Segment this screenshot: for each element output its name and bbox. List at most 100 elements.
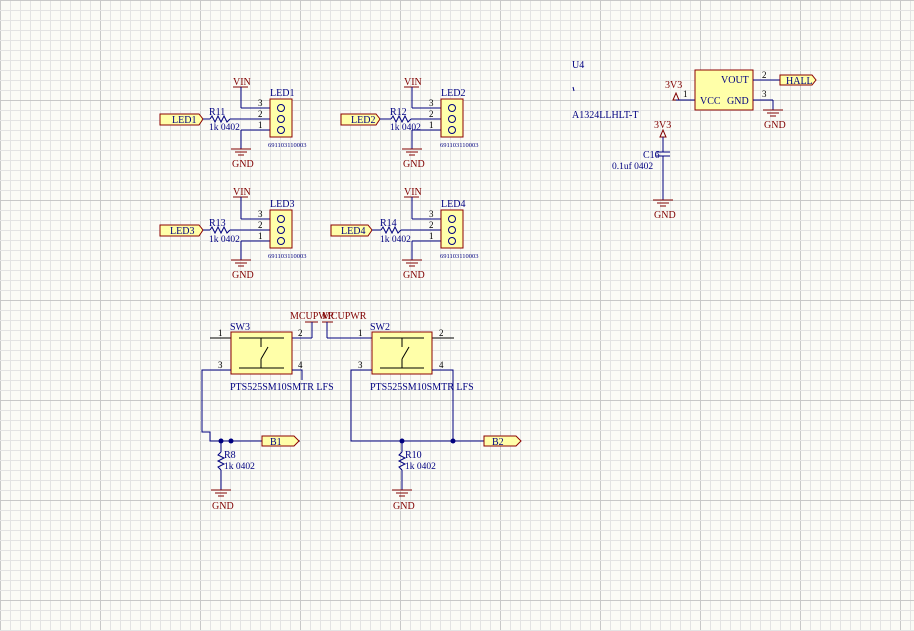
terminal-1 [277, 126, 285, 134]
switch-actuator-icon [401, 346, 410, 360]
terminal-3 [448, 104, 456, 112]
r8-ref: R8 [224, 450, 236, 461]
terminal-2 [277, 226, 285, 234]
terminal-1 [448, 126, 456, 134]
b2-port[interactable] [483, 435, 522, 447]
r10-ref: R10 [405, 450, 422, 461]
pin-3: 3 [358, 360, 363, 370]
led1-port-label: LED1 [172, 115, 196, 126]
r14-value: 1k 0402 [380, 235, 411, 245]
led3-port-label: LED3 [170, 226, 194, 237]
led2-port[interactable] [340, 113, 381, 126]
led4-block: VIN LED4 R14 1k 0402 GND LED4 3 2 1 6911… [330, 187, 479, 281]
r14-ref: R14 [380, 218, 397, 229]
led4-port[interactable] [330, 224, 373, 237]
hall-port[interactable] [779, 74, 817, 86]
c16-value: 0.1uf 0402 [612, 161, 653, 172]
led4-connector[interactable] [440, 209, 464, 249]
gnd-label: GND [403, 159, 425, 170]
hall-sensor-block: U4 A1324LLHLT-T 3V3 1 VOUT VCC GND 2 HAL… [572, 60, 817, 131]
led1-connector[interactable] [269, 98, 293, 138]
pin-2: 2 [439, 328, 444, 338]
gnd-label: GND [764, 120, 786, 131]
pin-2: 2 [258, 109, 263, 119]
gnd-label: GND [232, 159, 254, 170]
3v3-arrow-icon [672, 91, 680, 101]
vin-label: VIN [404, 187, 422, 198]
pin-3: 3 [218, 360, 223, 370]
led4-part: 691103110003 [440, 253, 479, 260]
sw3-part: PTS525SM10SMTR LFS [230, 382, 334, 393]
vin-label: VIN [233, 77, 251, 88]
vout-pin-label: VOUT [721, 75, 749, 86]
led3-block: VIN LED3 R13 1k 0402 GND LED3 3 2 1 6911… [159, 187, 307, 281]
mcupwr-label: MCUPWR [290, 311, 335, 322]
sw2-ref: SW2 [370, 322, 390, 333]
pin-4: 4 [298, 360, 303, 370]
led3-connector[interactable] [269, 209, 293, 249]
cap-block: 3V3 C16 0.1uf 0402 GND [612, 120, 676, 221]
r12-value: 1k 0402 [390, 123, 421, 133]
hall-port-label: HALL [786, 76, 813, 87]
r8-value: 1k 0402 [224, 462, 255, 472]
r13-resistor[interactable] [209, 225, 231, 235]
c16-ref: C16 [643, 150, 660, 161]
switch-actuator-icon [260, 346, 269, 360]
gnd-label: GND [212, 501, 234, 512]
junction [228, 438, 234, 444]
r8-resistor[interactable] [216, 451, 226, 471]
mcupwr-label: MCUPWR [322, 311, 367, 322]
r11-resistor[interactable] [209, 114, 231, 124]
pin-4: 4 [439, 360, 444, 370]
led4-port-label: LED4 [341, 226, 365, 237]
3v3-label: 3V3 [665, 80, 682, 91]
gnd-label: GND [393, 501, 415, 512]
terminal-2 [448, 115, 456, 123]
b2-port-label: B2 [492, 437, 504, 448]
pin-2: 2 [429, 220, 434, 230]
wire [432, 369, 454, 441]
pin-1: 1 [429, 120, 434, 130]
sw3-ref: SW3 [230, 322, 250, 333]
pin-2: 2 [429, 109, 434, 119]
r13-value: 1k 0402 [209, 235, 240, 245]
u4-body[interactable] [694, 69, 754, 111]
pin-3: 3 [429, 98, 434, 108]
pin-3: 3 [762, 89, 767, 99]
wire [201, 369, 300, 442]
led2-connector[interactable] [440, 98, 464, 138]
gnd-label: GND [232, 270, 254, 281]
pin-1: 1 [218, 328, 223, 338]
terminal-2 [448, 226, 456, 234]
r11-ref: R11 [209, 107, 225, 118]
led2-block: VIN LED2 R12 1k 0402 GND LED2 3 2 1 6911… [340, 77, 479, 170]
sw3-block: MCUPWR SW3 1 2 3 4 PTS525SM10SMTR LFS B1… [201, 311, 335, 512]
pin-1: 1 [683, 89, 688, 99]
led3-ref: LED3 [270, 199, 294, 210]
led1-port[interactable] [159, 113, 204, 126]
gnd-label: GND [654, 210, 676, 221]
junction [450, 438, 456, 444]
gnd-pin-label: GND [727, 96, 749, 107]
r14-resistor[interactable] [380, 225, 402, 235]
led2-part: 691103110003 [440, 142, 479, 149]
led1-block: VIN LED1 R11 1k 0402 GND LED1 3 2 1 6911… [159, 77, 307, 170]
pin-1: 1 [358, 328, 363, 338]
r13-ref: R13 [209, 218, 226, 229]
terminal-2 [277, 115, 285, 123]
r10-resistor[interactable] [397, 451, 407, 471]
terminal-1 [277, 237, 285, 245]
pin-1: 1 [429, 231, 434, 241]
r10-value: 1k 0402 [405, 462, 436, 472]
r12-resistor[interactable] [390, 114, 412, 124]
vcc-pin-label: VCC [700, 96, 721, 107]
r12-ref: R12 [390, 107, 407, 118]
u4-part: A1324LLHLT-T [572, 110, 638, 121]
pin-1: 1 [258, 120, 263, 130]
b1-port[interactable] [261, 435, 300, 447]
b1-port-label: B1 [270, 437, 282, 448]
led3-port[interactable] [159, 224, 204, 237]
pin-1: 1 [258, 231, 263, 241]
